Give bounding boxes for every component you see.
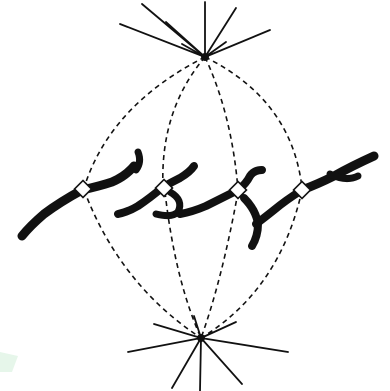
spindle-fiber <box>201 192 238 338</box>
bottom-aster-ray <box>154 324 201 338</box>
chromosome-1-tip <box>136 152 140 170</box>
spindle-fiber <box>163 57 205 187</box>
top-aster-ray <box>205 30 270 57</box>
top-aster-ray <box>166 22 205 57</box>
chromosomes <box>22 152 374 246</box>
bottom-aster-ray <box>201 338 288 352</box>
bottom-aster-ray <box>128 338 201 352</box>
spindle-fiber <box>205 57 238 190</box>
chromosome-1-arm <box>22 190 82 236</box>
corner-mark <box>0 352 18 372</box>
bottom-aster-ray <box>201 338 242 384</box>
bottom-aster <box>128 316 288 391</box>
top-aster <box>120 2 270 57</box>
top-aster-ray <box>120 24 205 57</box>
chromosome-3-arm <box>180 190 238 214</box>
chromosome-4-arm <box>256 190 302 224</box>
bottom-aster-ray <box>200 338 201 391</box>
chromosome-4-arm <box>302 156 374 190</box>
chromosome-2-arm <box>118 187 163 214</box>
bottom-aster-ray <box>172 338 201 388</box>
